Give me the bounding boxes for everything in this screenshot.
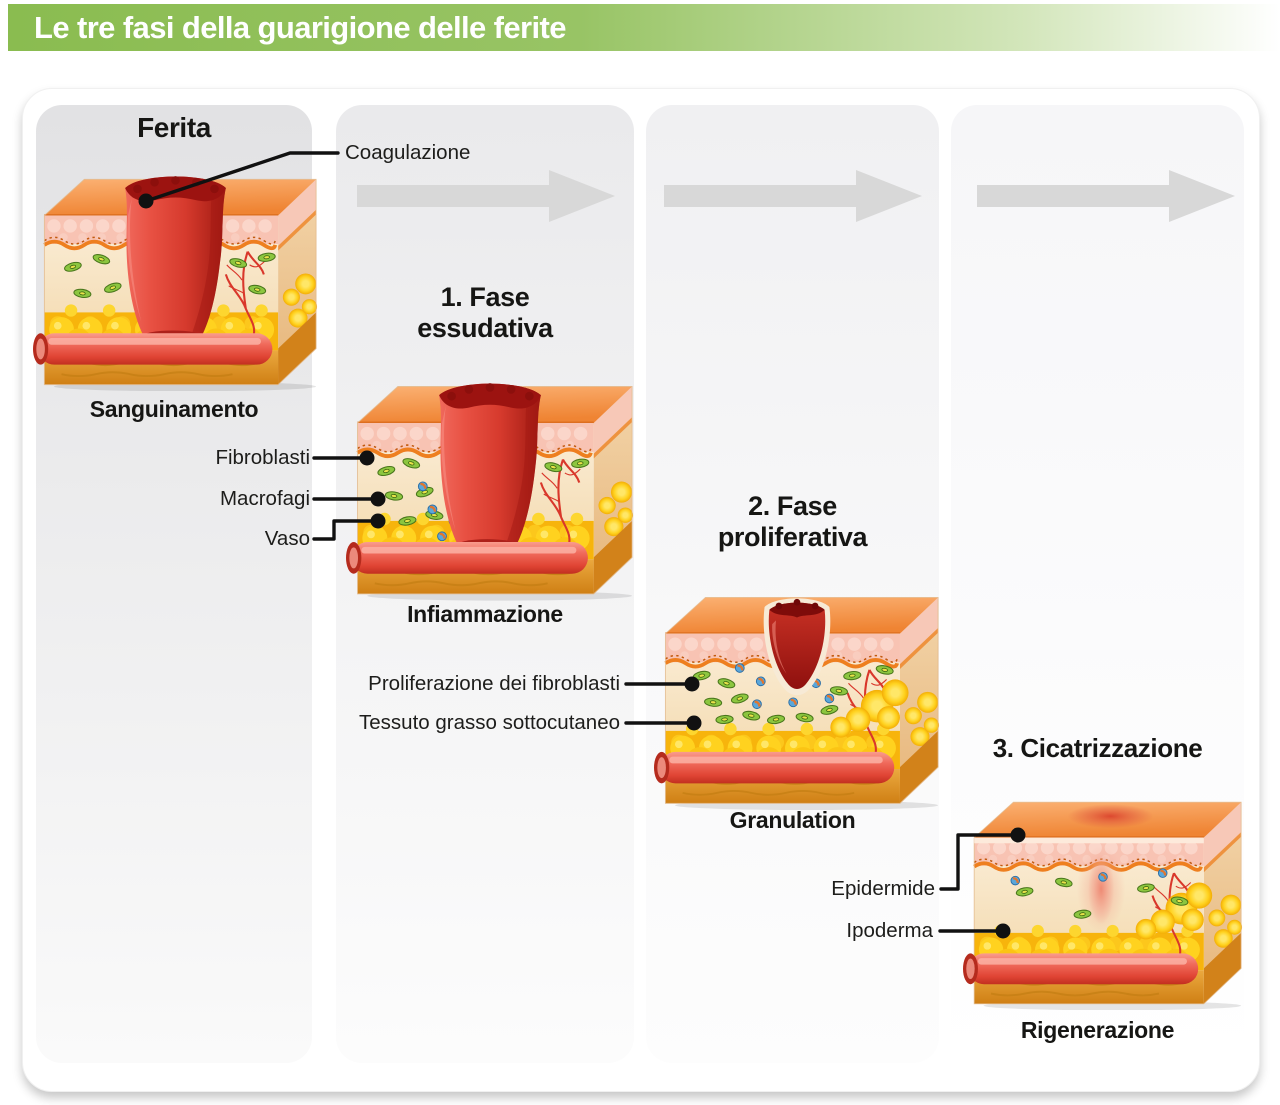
skin-cross-section-inflammation <box>346 375 634 601</box>
heading-line: essudativa <box>417 313 553 343</box>
heading-line: 3. Cicatrizzazione <box>992 733 1203 763</box>
label-ipoderma: Ipoderma <box>846 919 933 942</box>
caption-rigenerazione: Rigenerazione <box>1020 1017 1175 1043</box>
page-title: Le tre fasi della guarigione delle ferit… <box>34 10 566 45</box>
label-fibroblasti: Fibroblasti <box>215 446 310 469</box>
caption-infiammazione: Infiammazione <box>407 601 563 627</box>
panel-heading-fase-proliferativa: 2. Fase proliferativa <box>646 491 939 553</box>
label-tessuto-grasso-sottocutaneo: Tessuto grasso sottocutaneo <box>359 711 620 734</box>
panel-heading-ferita: Ferita <box>36 112 312 143</box>
flow-arrow-2-icon <box>664 170 922 222</box>
panel-heading-cicatrizzazione: 3. Cicatrizzazione <box>951 733 1244 764</box>
caption-sanguinamento: Sanguinamento <box>89 396 259 422</box>
label-proliferazione-fibroblasti: Proliferazione dei fibroblasti <box>368 672 620 695</box>
skin-cross-section-regeneration <box>963 791 1243 1010</box>
heading-line: Ferita <box>137 112 211 143</box>
heading-line: 1. Fase <box>440 282 530 312</box>
label-vaso: Vaso <box>264 527 310 550</box>
label-coagulazione: Coagulazione <box>345 141 471 164</box>
panel-fase-proliferativa <box>646 105 939 1063</box>
label-macrofagi: Macrofagi <box>219 487 310 510</box>
heading-line: proliferativa <box>717 522 868 552</box>
label-epidermide: Epidermide <box>831 877 935 900</box>
flow-arrow-3-icon <box>977 170 1235 222</box>
skin-cross-section-wound-bleeding <box>33 168 318 391</box>
skin-cross-section-granulation <box>654 586 940 810</box>
title-bar: Le tre fasi della guarigione delle ferit… <box>8 4 1280 51</box>
caption-granulation: Granulation <box>729 807 856 833</box>
panel-heading-fase-essudativa: 1. Fase essudativa <box>336 282 634 344</box>
heading-line: 2. Fase <box>748 491 837 521</box>
flow-arrow-1-icon <box>357 170 615 222</box>
